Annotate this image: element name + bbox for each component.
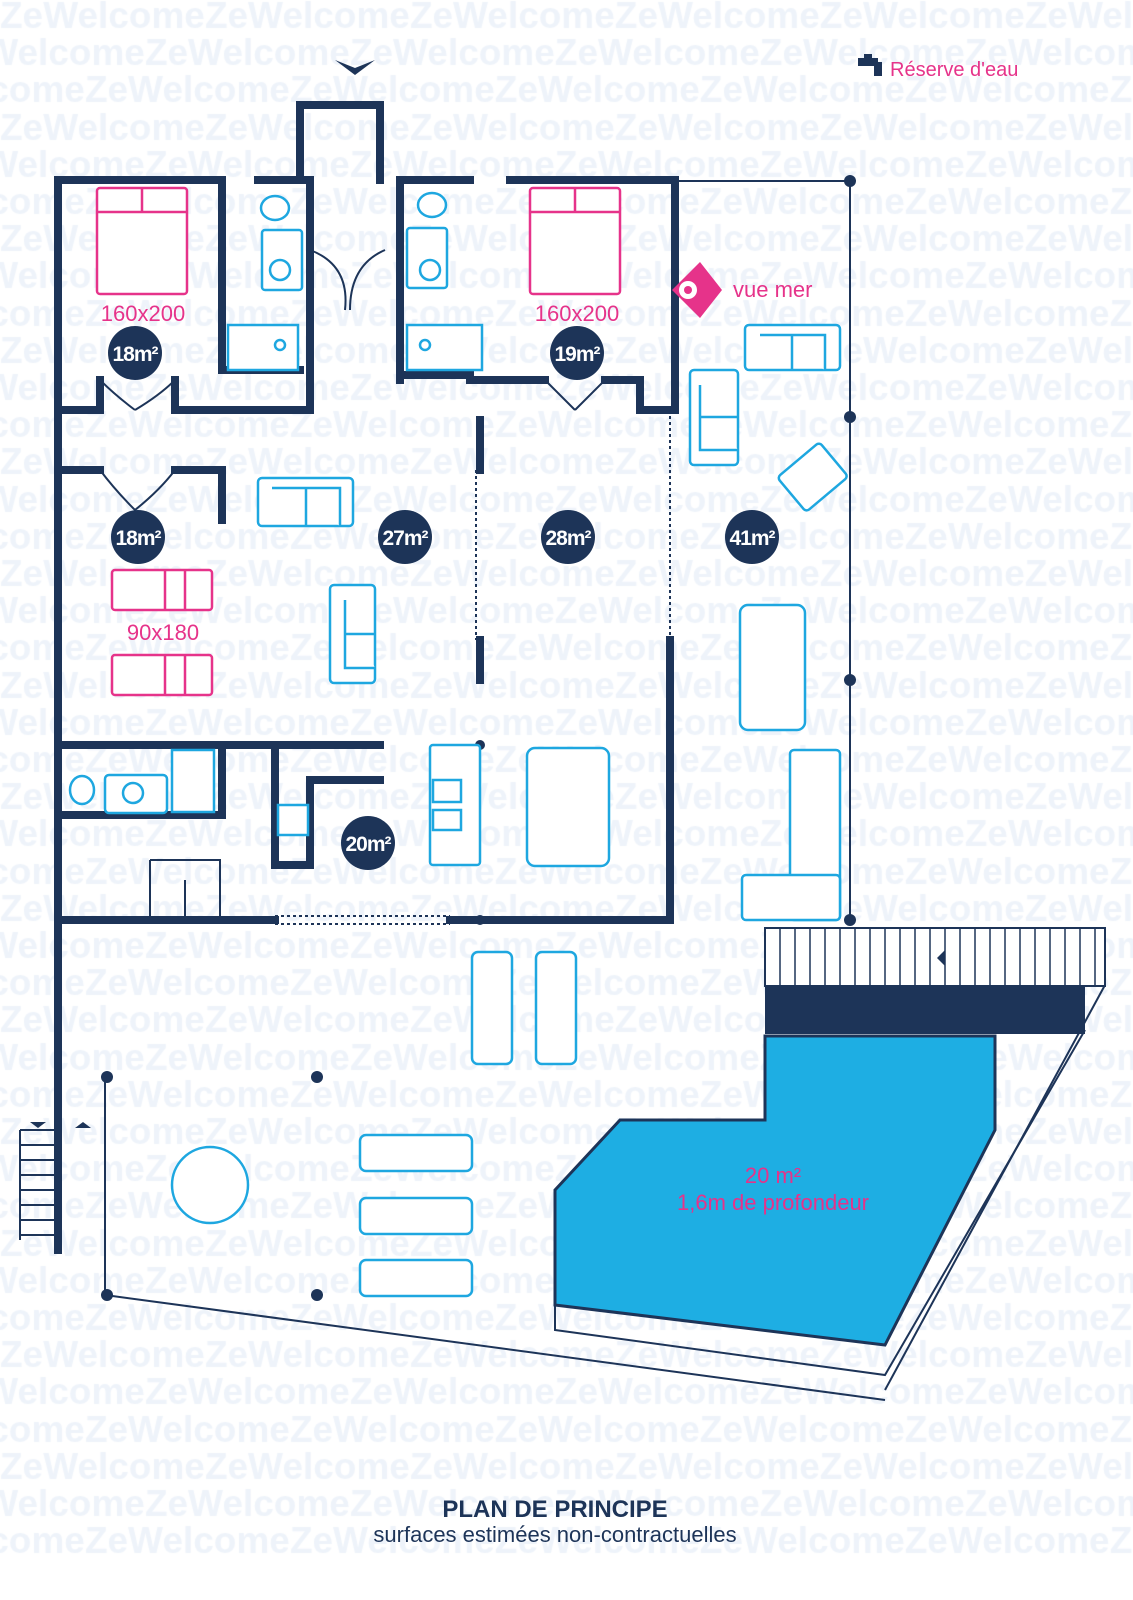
pool-depth-label: 1,6m de profondeur <box>677 1190 869 1215</box>
walls <box>54 101 679 1254</box>
room-area: 27m² <box>382 527 428 550</box>
entrance-arrow-icon <box>335 60 375 75</box>
pool-area <box>553 927 1106 1347</box>
doors <box>99 249 606 511</box>
beds <box>95 186 622 697</box>
room-area: 41m² <box>729 527 775 550</box>
faucet-icon <box>858 54 882 76</box>
pool <box>553 1034 997 1347</box>
room-area: 28m² <box>545 527 591 550</box>
water-reserve-label: Réserve d'eau <box>890 59 1018 81</box>
plan-title: PLAN DE PRINCIPE <box>442 1496 667 1523</box>
sea-view-label: vue mer <box>733 277 812 302</box>
bed-size-label: 90x180 <box>127 620 199 645</box>
room-area: 20m² <box>345 833 391 856</box>
pool-area-label: 20 m² <box>745 1163 801 1188</box>
room-area: 19m² <box>554 343 600 366</box>
area-badges: 18m² 19m² 18m² 27m² 28m² 41m² 20m² <box>108 326 779 870</box>
plan-subtitle: surfaces estimées non-contractuelles <box>373 1522 736 1547</box>
room-area: 18m² <box>115 527 161 550</box>
bed-size-label: 160x200 <box>535 301 619 326</box>
eye-icon <box>672 262 722 318</box>
room-area: 18m² <box>112 343 158 366</box>
bed-size-label: 160x200 <box>101 301 185 326</box>
furniture <box>19 191 848 1298</box>
